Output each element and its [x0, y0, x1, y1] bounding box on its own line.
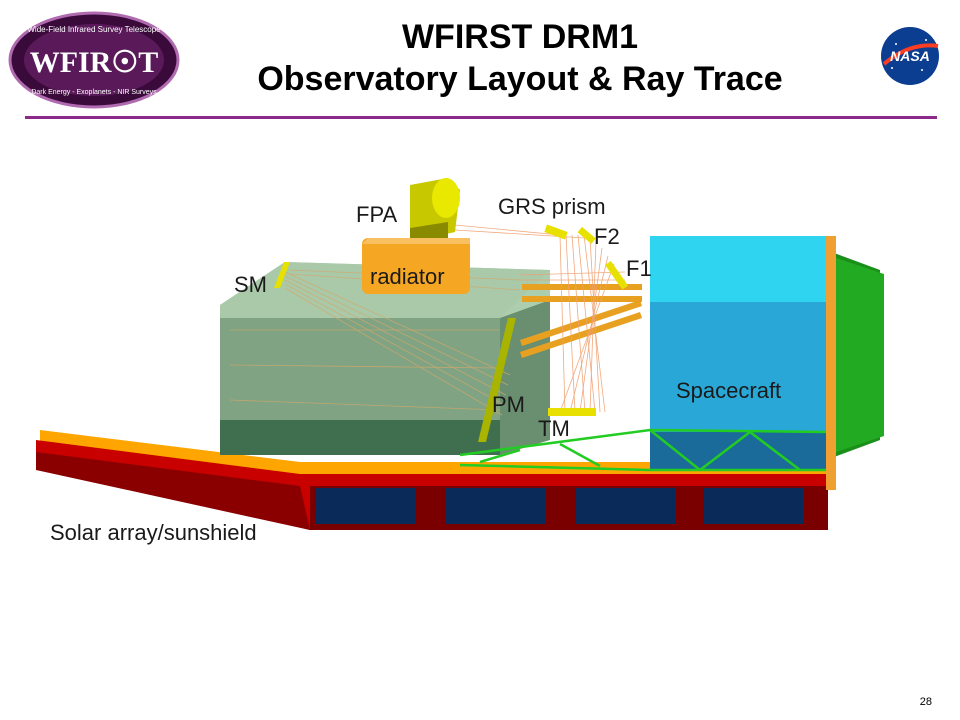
label-grs-prism: GRS prism: [498, 194, 606, 219]
label-solar-array: Solar array/sunshield: [50, 520, 257, 545]
truss: [459, 428, 827, 472]
grs-prism-optic: [544, 224, 568, 240]
label-spacecraft: Spacecraft: [676, 378, 782, 403]
label-fpa: FPA: [356, 202, 398, 227]
label-f2: F2: [594, 224, 620, 249]
solar-panel: [446, 488, 546, 524]
wfirst-logo: Wide-Field Infrared Survey Telescope WFI…: [8, 10, 180, 115]
support-rods: [520, 284, 642, 358]
nasa-logo-text: NASA: [890, 48, 930, 64]
page-title: WFIRST DRM1 Observatory Layout & Ray Tra…: [180, 16, 860, 100]
label-radiator: radiator: [370, 264, 445, 289]
primary-mirror: [478, 318, 516, 442]
label-pm: PM: [492, 392, 525, 417]
solar-panel: [704, 488, 804, 524]
solar-panel: [316, 488, 416, 524]
nasa-logo: NASA: [878, 24, 942, 93]
page-number: 28: [919, 696, 932, 708]
title-line-2: Observatory Layout & Ray Trace: [257, 60, 783, 98]
f1-mirror: [605, 260, 629, 290]
f2-mirror: [577, 226, 596, 244]
logo-arc-bottom: Dark Energy - Exoplanets - NIR Surveys: [31, 89, 157, 96]
ray-fan: [454, 224, 626, 413]
fpa-instrument: [410, 178, 460, 244]
label-sm: SM: [234, 272, 267, 297]
title-line-1: WFIRST DRM1: [401, 18, 639, 56]
solar-panel: [576, 488, 676, 524]
telescope-body: [220, 262, 550, 455]
label-tm: TM: [538, 416, 570, 441]
tertiary-mirror: [548, 408, 596, 416]
logo-arc-top: Wide-Field Infrared Survey Telescope: [27, 25, 161, 34]
title-rule: [25, 116, 937, 119]
label-f1: F1: [626, 256, 652, 281]
spacecraft: [650, 236, 884, 490]
radiator: [362, 238, 470, 294]
secondary-mirror: [274, 262, 290, 288]
logo-text: WFIR☉T: [30, 46, 159, 79]
